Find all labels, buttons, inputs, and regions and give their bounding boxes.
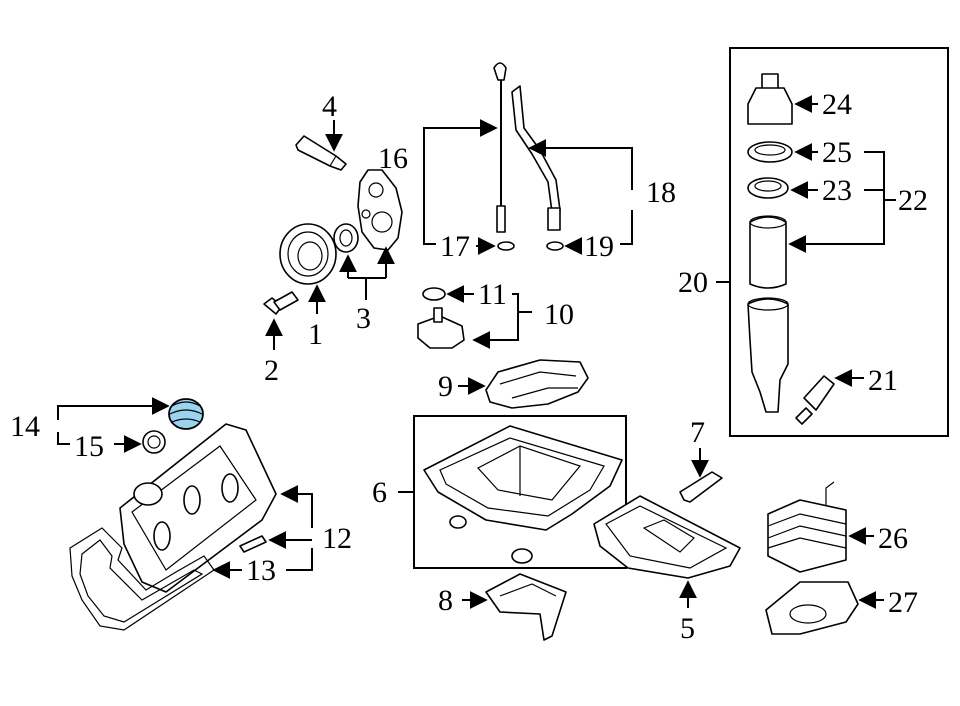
callout-17: 17: [440, 230, 470, 263]
callout-20: 20: [678, 266, 708, 299]
callout-13: 13: [246, 554, 276, 587]
part-filter-housing-20: [747, 297, 789, 413]
part-cover-gasket-3: [333, 169, 403, 253]
callout-6: 6: [372, 476, 387, 509]
callout-23: 23: [822, 174, 852, 207]
callout-18: 18: [646, 176, 676, 209]
part-sensor-21: [795, 375, 835, 425]
callout-9: 9: [438, 370, 453, 403]
part-cooler-gasket-27: [765, 581, 859, 635]
callout-22: 22: [898, 184, 928, 217]
callout-27: 27: [888, 586, 918, 619]
part-sealant-tube-4: [295, 135, 347, 171]
part-oil-cooler-26: [767, 481, 847, 573]
callout-19: 19: [584, 230, 614, 263]
part-crank-seal-1: [279, 223, 337, 285]
part-cap-14: [168, 398, 204, 430]
callout-2: 2: [264, 354, 279, 387]
part-seal-15: [142, 430, 166, 454]
callout-labels: 4 1 2 3 16 17 18 19 11 10 9 6 7 5 8 14 1…: [10, 88, 928, 645]
part-oil-pan-upper-6: [423, 425, 623, 564]
leader-lines: [57, 95, 896, 609]
part-dipstick-tube-18: [511, 85, 564, 251]
part-filter-cap-24: [747, 73, 793, 125]
callout-15: 15: [74, 430, 104, 463]
callout-3: 3: [356, 302, 371, 335]
part-oring-23: [747, 177, 789, 199]
part-filter-element-22: [749, 215, 787, 289]
callout-12: 12: [322, 522, 352, 555]
part-oil-pan-lower-5: [593, 495, 741, 579]
part-oil-pump-10: [417, 287, 465, 349]
part-bolt-2: [263, 291, 299, 315]
part-cover-gasket-13: [69, 527, 215, 631]
part-tray-8: [485, 573, 567, 641]
callout-24: 24: [822, 88, 852, 121]
part-oring-25: [747, 141, 793, 163]
part-sealant-tube-7: [679, 471, 723, 503]
group-box-20: [729, 47, 949, 437]
callout-4: 4: [322, 90, 337, 123]
callout-1: 1: [308, 318, 323, 351]
callout-25: 25: [822, 136, 852, 169]
callout-11: 11: [478, 278, 507, 311]
callout-5: 5: [680, 612, 695, 645]
callout-14: 14: [10, 410, 40, 443]
callout-7: 7: [690, 416, 705, 449]
callout-21: 21: [868, 364, 898, 397]
callout-26: 26: [878, 522, 908, 555]
part-valve-cover-12: [119, 423, 277, 593]
callout-8: 8: [438, 584, 453, 617]
part-dipstick-16: [493, 62, 515, 251]
part-baffle-9: [485, 359, 589, 409]
callout-10: 10: [544, 298, 574, 331]
callout-16: 16: [378, 142, 408, 175]
